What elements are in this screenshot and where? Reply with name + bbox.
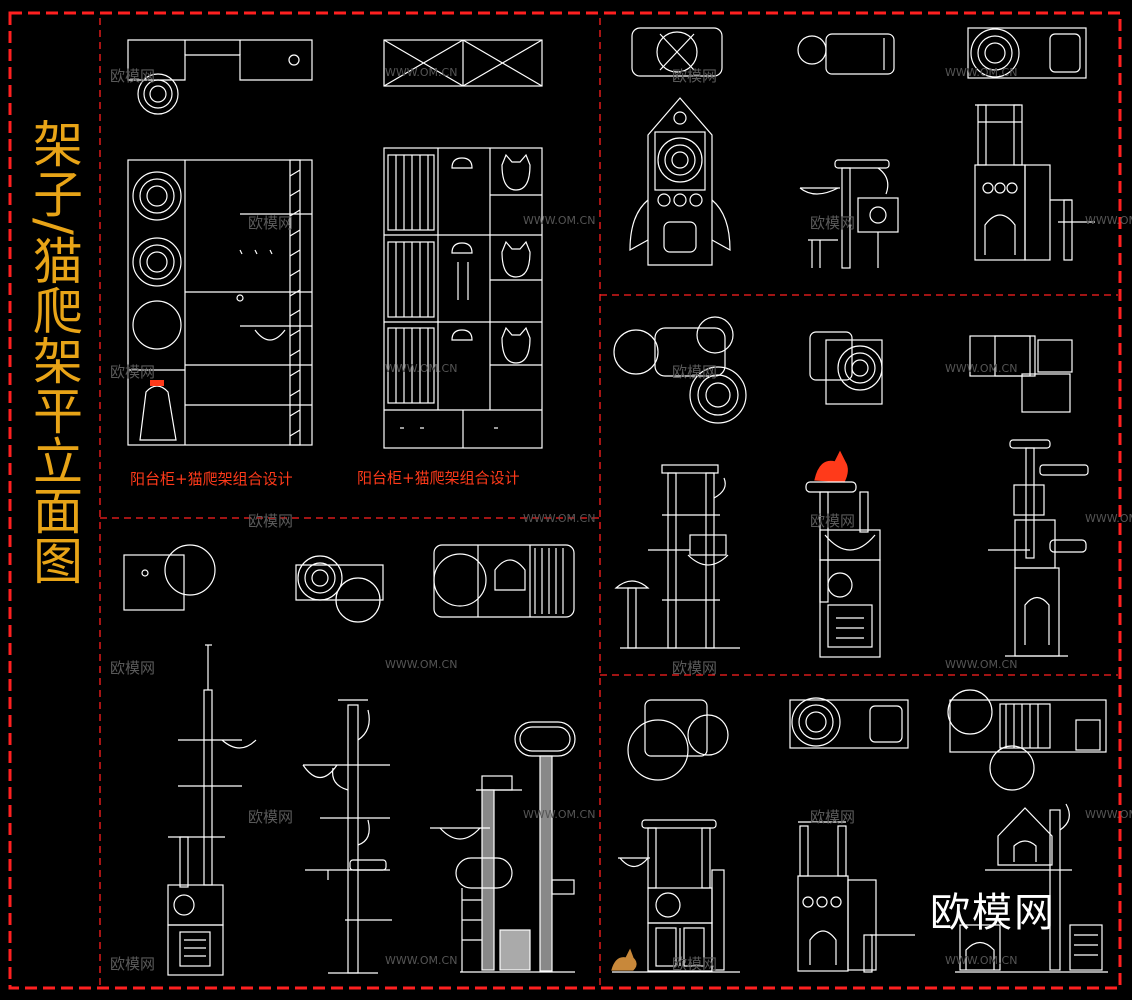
watermark-url: WWW.OM.CN [385,658,458,671]
tree-3-plan [433,544,575,618]
watermark-brand: 欧模网 [810,214,856,232]
watermark-url: WWW.OM.CN [945,66,1018,79]
page-title: 架子/猫爬架平立面图 [22,118,86,585]
watermark-brand: 欧模网 [110,67,156,85]
cabinet-a-elevation [127,159,313,446]
watermark-url: WWW.OM.CN [523,214,596,227]
panel-dividers [99,18,1118,985]
tree-7-elevation [611,819,740,973]
watermark-url: WWW.OM.CN [385,66,458,79]
tree-4-plan [613,316,747,424]
cabinet-a-plan [127,39,313,115]
title-text: 架子/猫爬架平立面图 [25,118,83,585]
watermark-brand: 欧模网 [248,214,294,232]
cabinet-b-plan [383,39,543,87]
watermark-url: WWW.OM.CN [945,954,1018,967]
tower-plan [797,33,895,75]
tree-4-elevation [614,464,740,649]
tree-1-elevation [167,644,257,976]
tree-2-plan [295,555,384,623]
cabinet-b-elevation [383,147,543,449]
tree-6-elevation [988,439,1089,657]
tree-7-plan [627,699,729,781]
watermark-brand: 欧模网 [672,363,718,381]
watermark-brand: 欧模网 [672,659,718,677]
watermark-brand: 欧模网 [672,955,718,973]
watermark-url: WWW.OM.CN [1085,512,1132,525]
tree-6-plan [969,335,1073,413]
tree-8-plan [789,697,909,749]
watermark-url: WWW.OM.CN [385,954,458,967]
rocket-plan [631,27,723,77]
watermark-brand: 欧模网 [110,363,156,381]
watermark-brand: 欧模网 [248,512,294,530]
tree-9-elevation [955,803,1108,973]
watermark-url: WWW.OM.CN [945,658,1018,671]
castle-plan [967,27,1087,79]
tree-9-plan [947,689,1107,791]
caption-cabinet-b: 阳台柜+猫爬架组合设计 [357,469,520,487]
watermark-brand: 欧模网 [110,659,156,677]
castle-elevation [974,104,1095,261]
watermark-brand: 欧模网 [810,808,856,826]
tree-5-plan [809,331,883,405]
tree-3-elevation [430,721,576,973]
tree-2-elevation [302,699,392,974]
watermark-url: WWW.OM.CN [523,808,596,821]
brand-logo-text: 欧模网 [930,890,1056,936]
watermark-url: WWW.OM.CN [385,362,458,375]
outer-frame [8,11,1122,990]
watermark-brand: 欧模网 [810,512,856,530]
tree-1-plan [123,544,216,611]
watermark-brand: 欧模网 [110,955,156,973]
watermark-url: WWW.OM.CN [1085,214,1132,227]
watermark-url: WWW.OM.CN [945,362,1018,375]
tree-5-elevation [805,450,881,658]
rocket-elevation [629,97,731,266]
watermark-url: WWW.OM.CN [1085,808,1132,821]
tree-8-elevation [797,821,915,973]
caption-cabinet-a: 阳台柜+猫爬架组合设计 [130,470,293,488]
watermark-brand: 欧模网 [248,808,294,826]
watermark-brand: 欧模网 [672,67,718,85]
tower-elevation [799,159,899,269]
watermark-url: WWW.OM.CN [523,512,596,525]
